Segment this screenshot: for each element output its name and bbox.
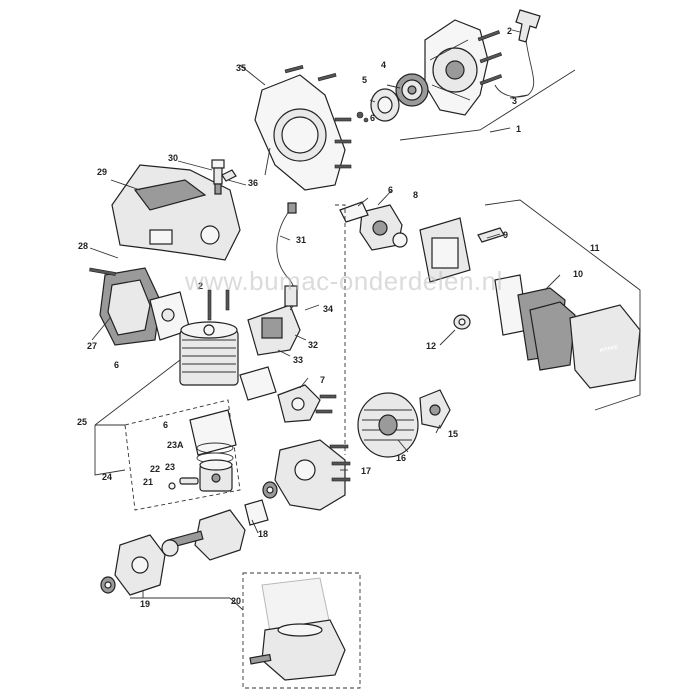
callout-25: 25 [77,417,87,427]
carb-group-bracket [335,204,346,455]
choke-lever [477,227,505,243]
recoil-spring [395,73,429,107]
carb-gasket [339,201,369,223]
callout-23: 23 [165,462,175,472]
callout-33: 33 [293,355,303,365]
piston-kit-group [124,399,241,511]
callout-3: 3 [512,96,517,106]
callout-10: 10 [573,269,583,279]
air-filter-cover: INTAKE [569,304,641,389]
intake-manifold [277,384,337,423]
callout-19: 19 [140,599,150,609]
callout-12: 12 [426,341,436,351]
starter-housing [424,19,489,116]
intake-gasket [239,366,277,401]
watermark-text: www.bumac-onderdelen.nl [184,266,503,296]
fuel-line-clip [453,314,471,330]
callout-27: 27 [87,341,97,351]
callout-22: 22 [150,464,160,474]
callout-1: 1 [516,124,521,134]
spark-plug [211,159,237,195]
filter-group-bracket [484,199,641,411]
crankshaft [161,509,246,561]
clutch-assembly [419,389,451,429]
flywheel [357,392,419,458]
callout-30: 30 [168,153,178,163]
short-block-assembly [242,572,361,689]
callout-4: 4 [381,60,386,70]
callout-17: 17 [361,466,371,476]
starter-handle [515,9,541,43]
callout-labels: 2 3 1 4 5 6 35 30 29 36 28 2 27 6 31 34 … [77,26,600,609]
callout-7: 7 [320,375,325,385]
crankcase [274,439,351,511]
callout-16: 16 [396,453,406,463]
callout-5: 5 [362,75,367,85]
cylinder-bolts [207,289,230,321]
callout-2-bolt: 2 [198,281,203,291]
starter-pulley [370,88,400,122]
callout-9: 9 [503,230,508,240]
air-filter-base [419,217,471,283]
callout-36: 36 [248,178,258,188]
piston-circlip [168,482,176,490]
crank-washer [100,576,116,594]
callout-32: 32 [308,340,318,350]
callout-6-carb: 6 [388,185,393,195]
crankcase-half [114,534,166,596]
intake-label: INTAKE [599,344,619,354]
callout-23A: 23A [167,440,184,450]
fan-housing [254,64,352,191]
callout-2: 2 [507,26,512,36]
engine-shroud [111,164,241,261]
callout-24: 24 [102,472,112,482]
callout-18: 18 [258,529,268,539]
leader-lines [89,29,576,611]
fan-housing-bracket [264,147,271,176]
callout-31: 31 [296,235,306,245]
crank-seal [244,499,269,526]
callout-35: 35 [236,63,246,73]
callout-28: 28 [78,241,88,251]
callout-6-piston: 6 [163,420,168,430]
piston [199,459,233,492]
muffler [99,267,161,346]
air-filter-elements [517,287,576,371]
callout-6-muffler: 6 [114,360,119,370]
callout-8: 8 [413,190,418,200]
starter-screws [356,30,503,123]
callout-34: 34 [323,304,333,314]
piston-pin [179,477,199,485]
muffler-bolt [89,267,116,276]
callout-20: 20 [231,596,241,606]
callout-29: 29 [97,167,107,177]
callout-6-starter: 6 [370,113,375,123]
callout-21: 21 [143,477,153,487]
crank-bearing [262,481,278,499]
ignition-coil [247,304,301,356]
starter-rope [494,39,535,98]
ignition-wire [276,202,298,311]
cylinder [179,321,239,386]
callout-15: 15 [448,429,458,439]
carburetor [359,204,408,251]
callout-11: 11 [590,243,600,253]
